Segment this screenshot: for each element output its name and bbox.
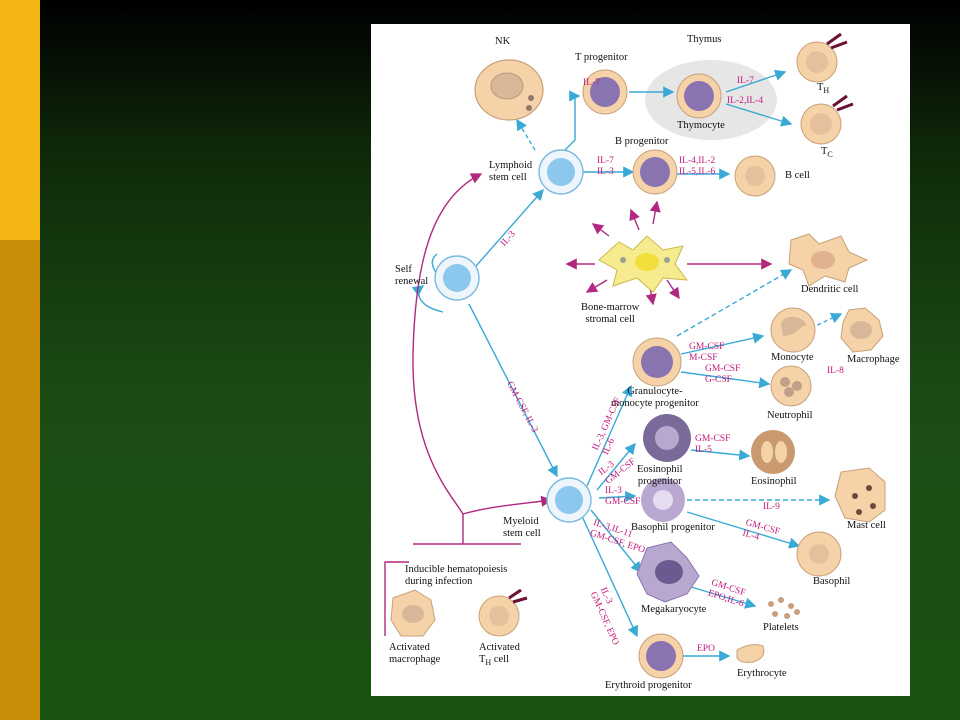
b-cell-label: B cell xyxy=(785,170,810,181)
eosinophil-label: Eosinophil xyxy=(751,476,797,487)
cytokine-gmcsf-mcsf: GM-CSF M-CSF xyxy=(689,342,725,363)
erythrocyte-label: Erythrocyte xyxy=(737,668,787,679)
dendritic-cell-label: Dendritic cell xyxy=(801,284,859,295)
cytokine-epo: EPO xyxy=(697,644,715,654)
monocyte-label: Monocyte xyxy=(771,352,814,363)
inducible-hematopoiesis-label: Inducible hematopoiesis during infection xyxy=(405,564,508,587)
nk-label: NK xyxy=(495,36,511,47)
cytokine-il9: IL-9 xyxy=(763,502,780,512)
activated-macrophage-label: Activated macrophage xyxy=(389,642,441,665)
t-progenitor-label: T progenitor xyxy=(575,52,628,63)
cytokine-gmcsf-gcsf: GM-CSF G-CSF xyxy=(705,364,741,385)
thymus-label: Thymus xyxy=(687,34,722,45)
platelets-label: Platelets xyxy=(763,622,799,633)
gm-progenitor-label: Granulocyte- monocyte progenitor xyxy=(611,386,699,409)
cytokine-il4-il2-b: IL-4,IL-2 IL-5,IL-6 xyxy=(679,156,716,177)
mast-cell-label: Mast cell xyxy=(847,520,886,531)
macrophage-label: Macrophage xyxy=(847,354,900,365)
cytokine-il3-gmcsf-baso: IL-3 GM-CSF xyxy=(605,486,641,507)
megakaryocyte-label: Megakaryocyte xyxy=(641,604,707,615)
thymocyte-label: Thymocyte xyxy=(677,120,725,131)
cytokine-gmcsf-il5: GM-CSF IL-5 xyxy=(695,434,731,455)
eosinophil-progenitor-label: Eosinophil progenitor xyxy=(637,464,683,487)
activated-th-label: Activated TH cell xyxy=(479,642,520,668)
accent-bar-bottom xyxy=(0,240,40,720)
self-renewal-label: Self renewal xyxy=(395,264,429,287)
accent-bar-top xyxy=(0,0,40,240)
cytokine-il8: IL-8 xyxy=(827,366,844,376)
cytokine-il2-il4: IL-2,IL-4 xyxy=(727,96,764,106)
bone-marrow-stromal-label: Bone-marrow stromal cell xyxy=(581,302,640,325)
tc-label: TC xyxy=(821,146,833,160)
figure-artwork xyxy=(384,32,886,679)
basophil-progenitor-label: Basophil progenitor xyxy=(631,522,715,533)
neutrophil-label: Neutrophil xyxy=(767,410,813,421)
cytokine-il7-t: IL-7 xyxy=(583,78,600,88)
th-label: TH xyxy=(817,82,830,96)
basophil-label: Basophil xyxy=(813,576,851,587)
b-progenitor-label: B progenitor xyxy=(615,136,669,147)
hematopoiesis-figure: NK T progenitor Thymus Thymocyte TH TC L… xyxy=(371,24,910,696)
lymphoid-stem-cell-label: Lymphoid stem cell xyxy=(489,160,533,183)
cytokine-il7-il3-b: IL-7 IL-3 xyxy=(597,156,614,177)
myeloid-stem-cell-label: Myeloid stem cell xyxy=(503,516,541,539)
erythroid-progenitor-label: Erythroid progenitor xyxy=(605,680,692,691)
cytokine-il7-thymocyte: IL-7 xyxy=(737,76,754,86)
